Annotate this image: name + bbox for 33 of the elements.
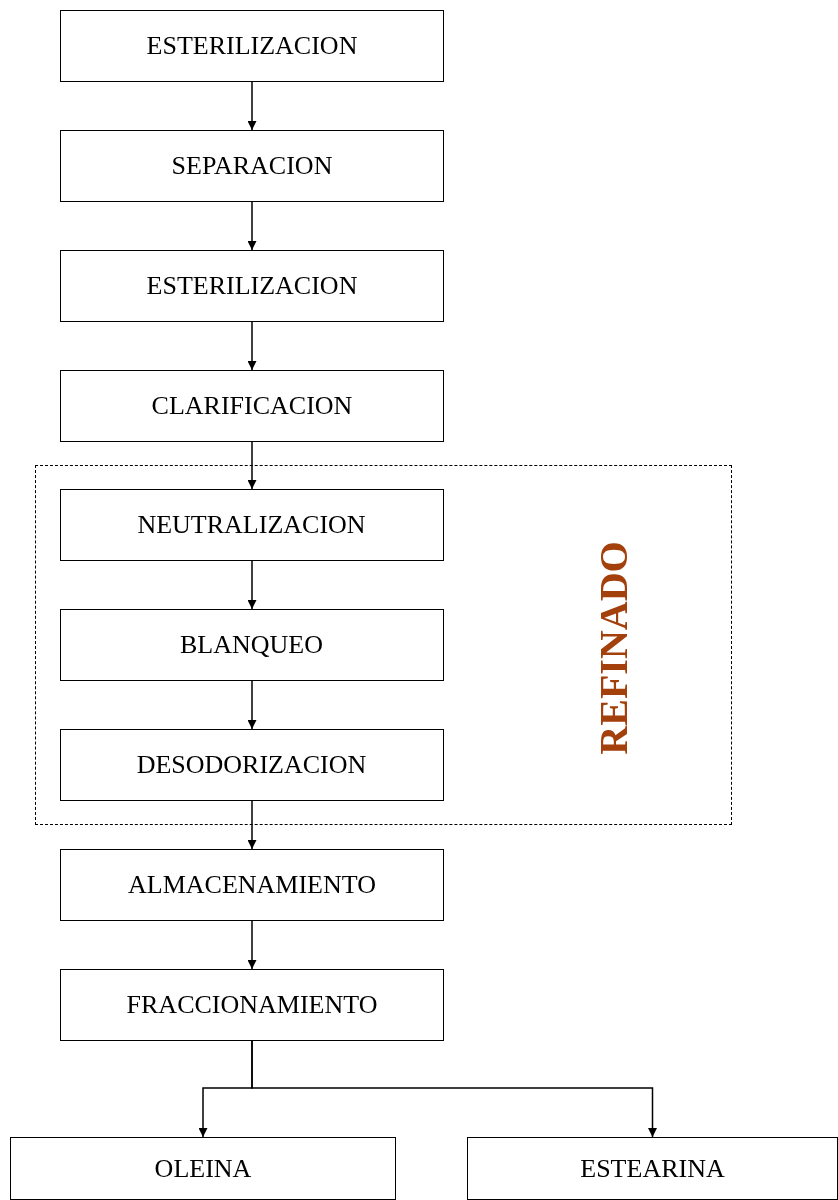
- process-box: [60, 969, 444, 1041]
- step-label: SEPARACION: [171, 151, 333, 181]
- step-label: BLANQUEO: [180, 629, 323, 660]
- arrow: [247, 560, 257, 610]
- process-box: [10, 1137, 396, 1200]
- step-label: DESODORIZACION: [136, 749, 367, 780]
- process-box: [59, 488, 444, 561]
- arrow: [247, 81, 257, 131]
- process-box: [60, 849, 444, 921]
- group-label: REFINADO: [589, 541, 637, 755]
- step-label: ESTERILIZACION: [146, 31, 358, 61]
- process-box: [60, 370, 444, 442]
- process-box: [60, 250, 444, 322]
- step-label: CLARIFICACION: [151, 391, 353, 421]
- arrow: [247, 800, 257, 850]
- step-label: ESTERILIZACION: [146, 271, 358, 301]
- arrow: [247, 441, 257, 490]
- process-box: [60, 130, 444, 202]
- step-label: NEUTRALIZACION: [137, 509, 366, 540]
- process-box: [59, 728, 444, 801]
- process-box: [59, 608, 444, 681]
- step-label: ALMACENAMIENTO: [128, 870, 376, 900]
- process-box: [60, 10, 444, 82]
- process-box: [467, 1137, 838, 1200]
- step-label: OLEINA: [154, 1153, 252, 1184]
- dashed-group-frame: [35, 465, 732, 825]
- arrow: [247, 680, 257, 730]
- step-label: ESTEARINA: [580, 1153, 725, 1184]
- arrow: [251, 1040, 657, 1138]
- arrow: [247, 201, 257, 251]
- step-label: FRACCIONAMIENTO: [126, 990, 378, 1020]
- arrow: [247, 920, 257, 970]
- arrow: [247, 321, 257, 371]
